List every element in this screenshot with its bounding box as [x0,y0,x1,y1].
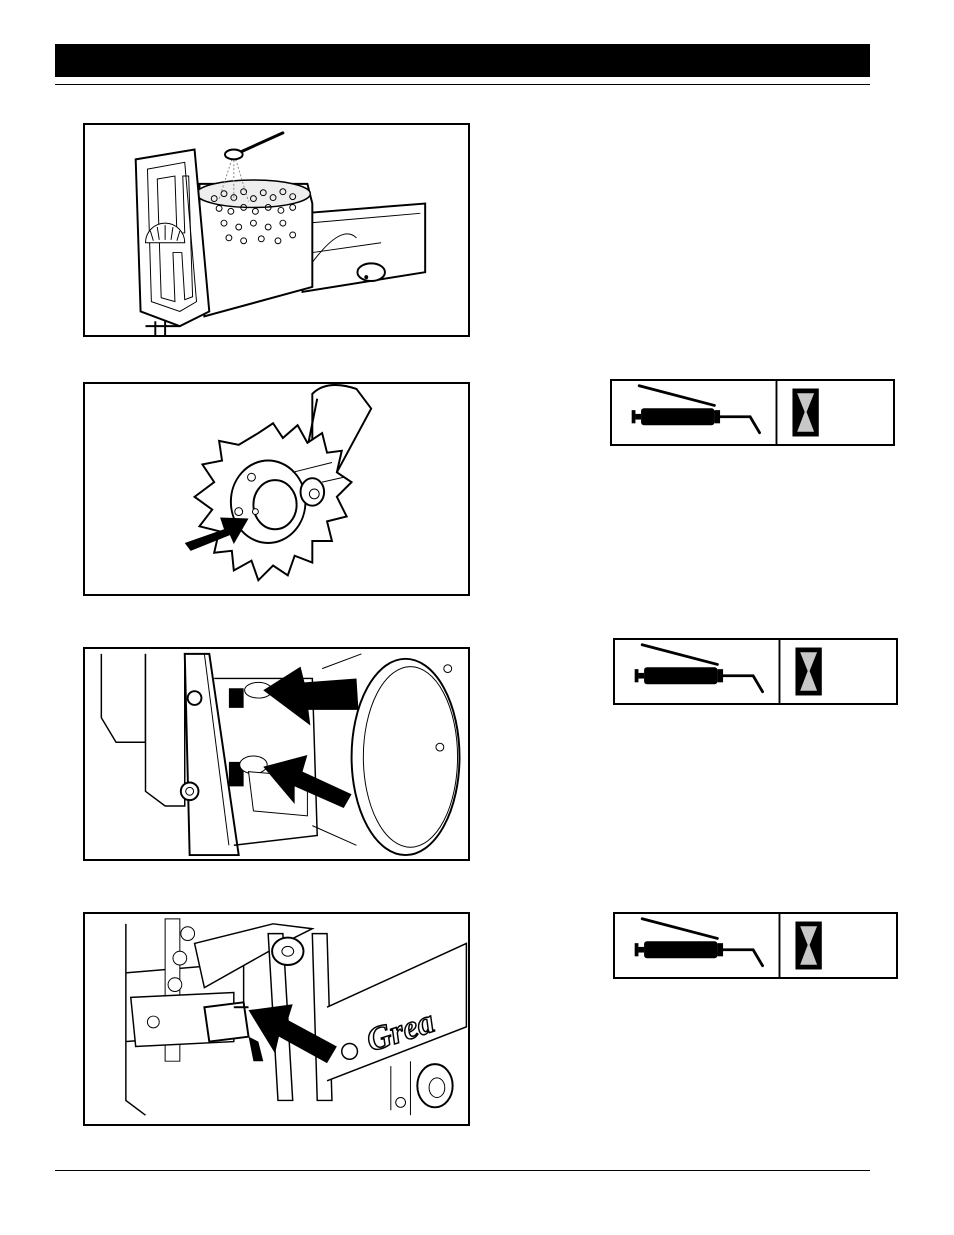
closing-wheel-figure [83,382,470,596]
grease-gun-icon [635,919,763,966]
grease-gun-icon [632,386,760,433]
lube-symbol-1 [610,379,895,446]
hitch-pivot-grease-point-illustration: Grea [85,914,468,1124]
hourglass-icon [795,648,821,696]
lube-symbol-2 [613,638,898,705]
grease-gun-icon [635,645,763,692]
drive-grease-points-illustration [85,649,468,859]
seed-box-powder-illustration [85,125,468,335]
footer-rule [55,1170,870,1171]
seed-box-figure [83,123,470,337]
hourglass-icon [792,389,818,437]
lube-symbol-3 [613,912,898,979]
drive-gears-figure [83,647,470,861]
hitch-pivot-figure: Grea [83,912,470,1126]
header-rule [55,84,870,85]
closing-wheel-grease-point-illustration [85,384,468,594]
header-bar [55,44,870,77]
hourglass-icon [795,922,821,970]
